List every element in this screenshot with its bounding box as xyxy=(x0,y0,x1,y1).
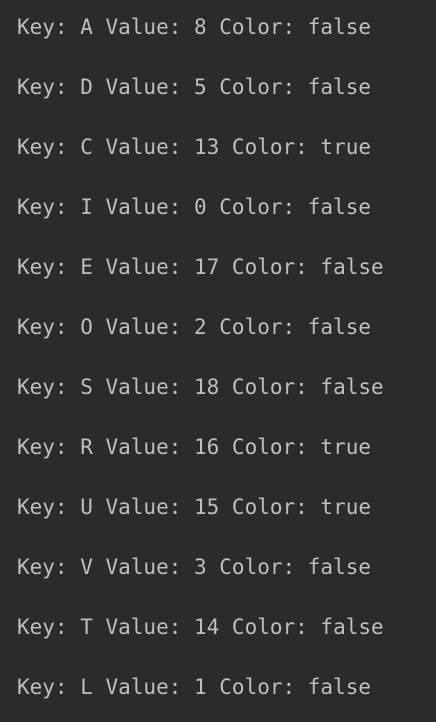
console-line: Key: S Value: 18 Color: false xyxy=(17,375,384,399)
console-line: Key: R Value: 16 Color: true xyxy=(17,435,372,459)
console-line: Key: O Value: 2 Color: false xyxy=(17,315,372,339)
console-line: Key: D Value: 5 Color: false xyxy=(17,75,372,99)
console-line: Key: V Value: 3 Color: false xyxy=(17,555,372,579)
console-line: Key: U Value: 15 Color: true xyxy=(17,495,372,519)
console-line: Key: I Value: 0 Color: false xyxy=(17,195,372,219)
console-line: Key: E Value: 17 Color: false xyxy=(17,255,384,279)
console-line: Key: C Value: 13 Color: true xyxy=(17,135,372,159)
console-line: Key: L Value: 1 Color: false xyxy=(17,675,372,699)
console-line: Key: T Value: 14 Color: false xyxy=(17,615,384,639)
console-line: Key: A Value: 8 Color: false xyxy=(17,15,372,39)
